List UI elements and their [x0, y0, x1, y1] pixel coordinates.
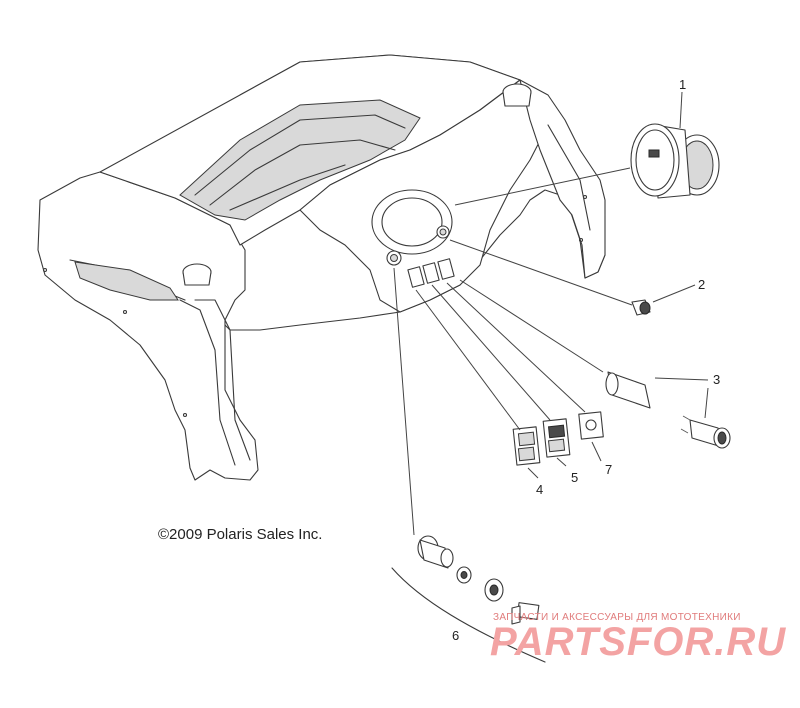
callout-3: 3: [713, 372, 720, 387]
callout-4: 4: [536, 482, 543, 497]
callout-6: 6: [452, 628, 459, 643]
part-5-switch: [542, 418, 571, 458]
part-3-power-outlet: [605, 371, 731, 449]
part-2-plug: [631, 299, 651, 316]
watermark-tagline: ЗАПЧАСТИ И АКСЕССУАРЫ ДЛЯ МОТОТЕХНИКИ: [493, 612, 741, 623]
part-4-switch: [512, 426, 541, 466]
callout-5: 5: [571, 470, 578, 485]
part-6-ignition-assembly: [391, 535, 546, 663]
leader-lines: [393, 91, 709, 536]
part-7-decal: [578, 411, 604, 440]
dashboard-body: [37, 54, 606, 481]
copyright-text: ©2009 Polaris Sales Inc.: [158, 526, 323, 543]
callout-7: 7: [605, 462, 612, 477]
callout-1: 1: [679, 77, 686, 92]
callout-labels: 1 2 3 4 5 6 7: [452, 77, 720, 643]
watermark-brand: PARTSFOR.RU: [490, 620, 787, 664]
part-1-speedometer: [630, 123, 720, 199]
callout-2: 2: [698, 277, 705, 292]
